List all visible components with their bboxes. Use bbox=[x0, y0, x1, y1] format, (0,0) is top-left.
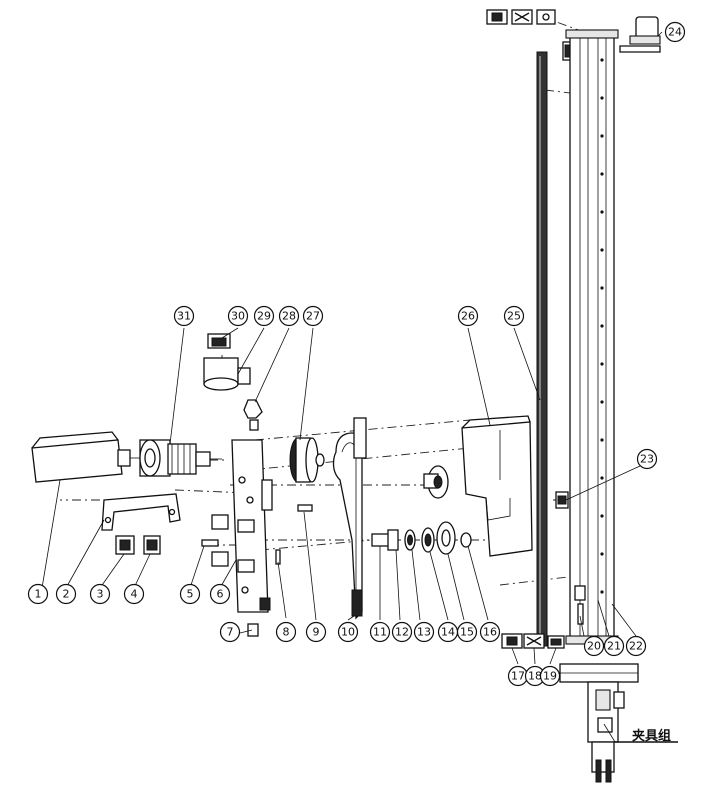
bubble-31-label: 31 bbox=[177, 310, 191, 323]
bubble-16: 16 bbox=[479, 621, 501, 643]
bubble-24: 24 bbox=[664, 21, 686, 43]
rail-hole bbox=[600, 400, 604, 404]
bubble-19-label: 19 bbox=[543, 670, 557, 683]
bubble-26: 26 bbox=[457, 305, 479, 327]
bubble-3-label: 3 bbox=[97, 588, 104, 601]
bubble-12-label: 12 bbox=[395, 626, 409, 639]
bubble-2: 2 bbox=[55, 583, 77, 605]
rail-hole bbox=[600, 438, 604, 442]
bubble-22: 22 bbox=[625, 635, 647, 657]
bubble-7: 7 bbox=[219, 621, 241, 643]
bubble-25: 25 bbox=[503, 305, 525, 327]
part-number-bubbles: 1 2 3 4 5 6 7 8 9 10 11 12 13 14 15 16 1… bbox=[27, 21, 686, 687]
bubble-11-label: 11 bbox=[373, 626, 387, 639]
bubble-10: 10 bbox=[337, 621, 359, 643]
bubble-27-label: 27 bbox=[306, 310, 320, 323]
bubble-14: 14 bbox=[437, 621, 459, 643]
bubble-6: 6 bbox=[209, 583, 231, 605]
bubble-8: 8 bbox=[275, 621, 297, 643]
rail-hole bbox=[600, 552, 604, 556]
bubble-19: 19 bbox=[539, 665, 561, 687]
rail-hole bbox=[600, 362, 604, 366]
bubble-16-label: 16 bbox=[483, 626, 497, 639]
part-6-mounting-plate bbox=[211, 439, 273, 637]
bubble-31: 31 bbox=[173, 305, 195, 327]
rail-hole bbox=[600, 324, 604, 328]
bubble-1-label: 1 bbox=[35, 588, 42, 601]
top-small-parts bbox=[486, 9, 576, 61]
part-27-gear bbox=[289, 437, 325, 483]
bubble-29: 29 bbox=[253, 305, 275, 327]
bubble-26-label: 26 bbox=[461, 310, 475, 323]
bubble-6-label: 6 bbox=[217, 588, 224, 601]
bubble-4: 4 bbox=[123, 583, 145, 605]
bubble-17-label: 17 bbox=[511, 670, 525, 683]
bubble-4-label: 4 bbox=[131, 588, 138, 601]
bubble-23: 23 bbox=[636, 448, 658, 470]
bubble-29-label: 29 bbox=[257, 310, 271, 323]
bubble-8-label: 8 bbox=[283, 626, 290, 639]
bubble-20-label: 20 bbox=[587, 640, 601, 653]
bubble-13: 13 bbox=[413, 621, 435, 643]
part-31-gearbox bbox=[139, 439, 222, 477]
bubble-23-label: 23 bbox=[640, 453, 654, 466]
part-23-bracket bbox=[555, 491, 569, 509]
bubble-14-label: 14 bbox=[441, 626, 455, 639]
bubble-17: 17 bbox=[507, 665, 529, 687]
rail-hole bbox=[600, 96, 604, 100]
bottom-carriage bbox=[559, 585, 639, 783]
part-24-knob bbox=[619, 16, 661, 53]
rail-hole bbox=[600, 172, 604, 176]
bubble-27: 27 bbox=[302, 305, 324, 327]
rail-hole bbox=[600, 590, 604, 594]
bubble-30-label: 30 bbox=[231, 310, 245, 323]
bubble-18: 18 bbox=[524, 665, 546, 687]
bubble-24-label: 24 bbox=[668, 26, 682, 39]
vertical-rail bbox=[565, 29, 619, 645]
rail-hole bbox=[600, 476, 604, 480]
bubble-28: 28 bbox=[278, 305, 300, 327]
parts-28-30 bbox=[203, 333, 263, 431]
parts-2-5 bbox=[101, 493, 313, 565]
bubble-15-label: 15 bbox=[460, 626, 474, 639]
bubble-9-label: 9 bbox=[313, 626, 320, 639]
bubble-22-label: 22 bbox=[629, 640, 643, 653]
bubble-20: 20 bbox=[583, 635, 605, 657]
part-10-belt-loop bbox=[332, 417, 367, 620]
bubble-5: 5 bbox=[179, 583, 201, 605]
rail-hole bbox=[600, 134, 604, 138]
bubble-21: 21 bbox=[603, 635, 625, 657]
bubble-30: 30 bbox=[227, 305, 249, 327]
bubble-18-label: 18 bbox=[528, 670, 542, 683]
pulley-shaft-assembly bbox=[371, 465, 472, 555]
bubble-9: 9 bbox=[305, 621, 327, 643]
bubble-10-label: 10 bbox=[341, 626, 355, 639]
part-26-cover bbox=[461, 415, 533, 557]
rail-hole bbox=[600, 58, 604, 62]
fixture-assembly-label: 夹具组 bbox=[632, 728, 671, 744]
bubble-5-label: 5 bbox=[187, 588, 194, 601]
rail-hole bbox=[600, 210, 604, 214]
bubble-25-label: 25 bbox=[507, 310, 521, 323]
bubble-13-label: 13 bbox=[417, 626, 431, 639]
rail-hole bbox=[600, 286, 604, 290]
rail-hole bbox=[600, 248, 604, 252]
leader-lines bbox=[41, 31, 678, 743]
bubble-1: 1 bbox=[27, 583, 49, 605]
part-1-motor bbox=[31, 431, 140, 483]
bubble-2-label: 2 bbox=[63, 588, 70, 601]
parts-17-19 bbox=[501, 633, 565, 649]
bubble-28-label: 28 bbox=[282, 310, 296, 323]
part-25-belt-strip bbox=[536, 51, 548, 647]
bubble-7-label: 7 bbox=[227, 626, 234, 639]
bubble-12: 12 bbox=[391, 621, 413, 643]
bubble-3: 3 bbox=[89, 583, 111, 605]
rail-hole bbox=[600, 514, 604, 518]
bubble-21-label: 21 bbox=[607, 640, 621, 653]
bubble-15: 15 bbox=[456, 621, 478, 643]
bubble-11: 11 bbox=[369, 621, 391, 643]
